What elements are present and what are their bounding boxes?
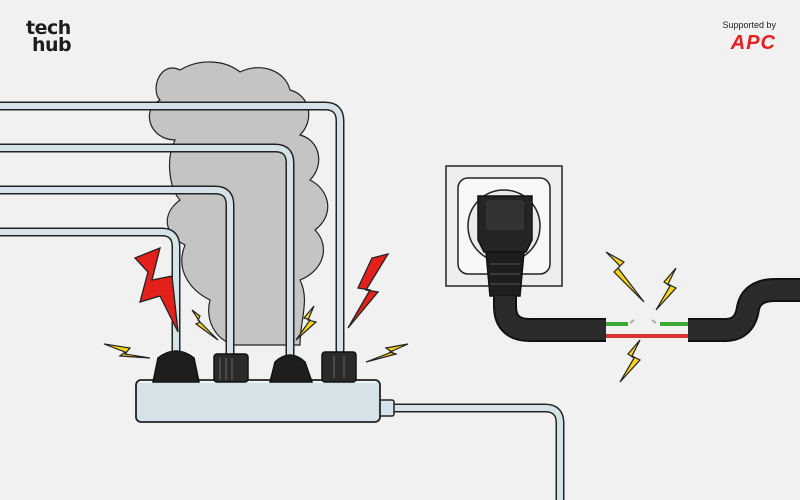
plug-3 [269, 354, 314, 383]
yellow-spark-icon [295, 305, 318, 341]
power-strip [135, 379, 395, 423]
sponsor-caption: Supported by [722, 20, 776, 30]
plug-4 [321, 351, 357, 383]
yellow-spark-icon [103, 343, 151, 359]
sponsor-logo: APC [730, 32, 776, 54]
yellow-spark-icon [655, 267, 677, 311]
wall-plug [477, 195, 533, 297]
sponsor-block: Supported by APC [722, 20, 776, 53]
logo-line-2: hub [32, 34, 72, 56]
damaged-cord [493, 278, 800, 342]
yellow-spark-icon [365, 343, 409, 363]
red-lightning-icon-left [133, 246, 179, 333]
red-lightning-icon-right [347, 252, 390, 329]
plug-1 [152, 350, 200, 383]
plug-2 [213, 353, 249, 383]
yellow-spark-icon [619, 339, 641, 383]
power-cables [0, 101, 565, 500]
yellow-spark-icon [191, 309, 219, 341]
yellow-spark-icon [605, 251, 645, 303]
logo-line-1: tech [26, 17, 71, 39]
techhub-logo: tech hub [26, 17, 72, 56]
